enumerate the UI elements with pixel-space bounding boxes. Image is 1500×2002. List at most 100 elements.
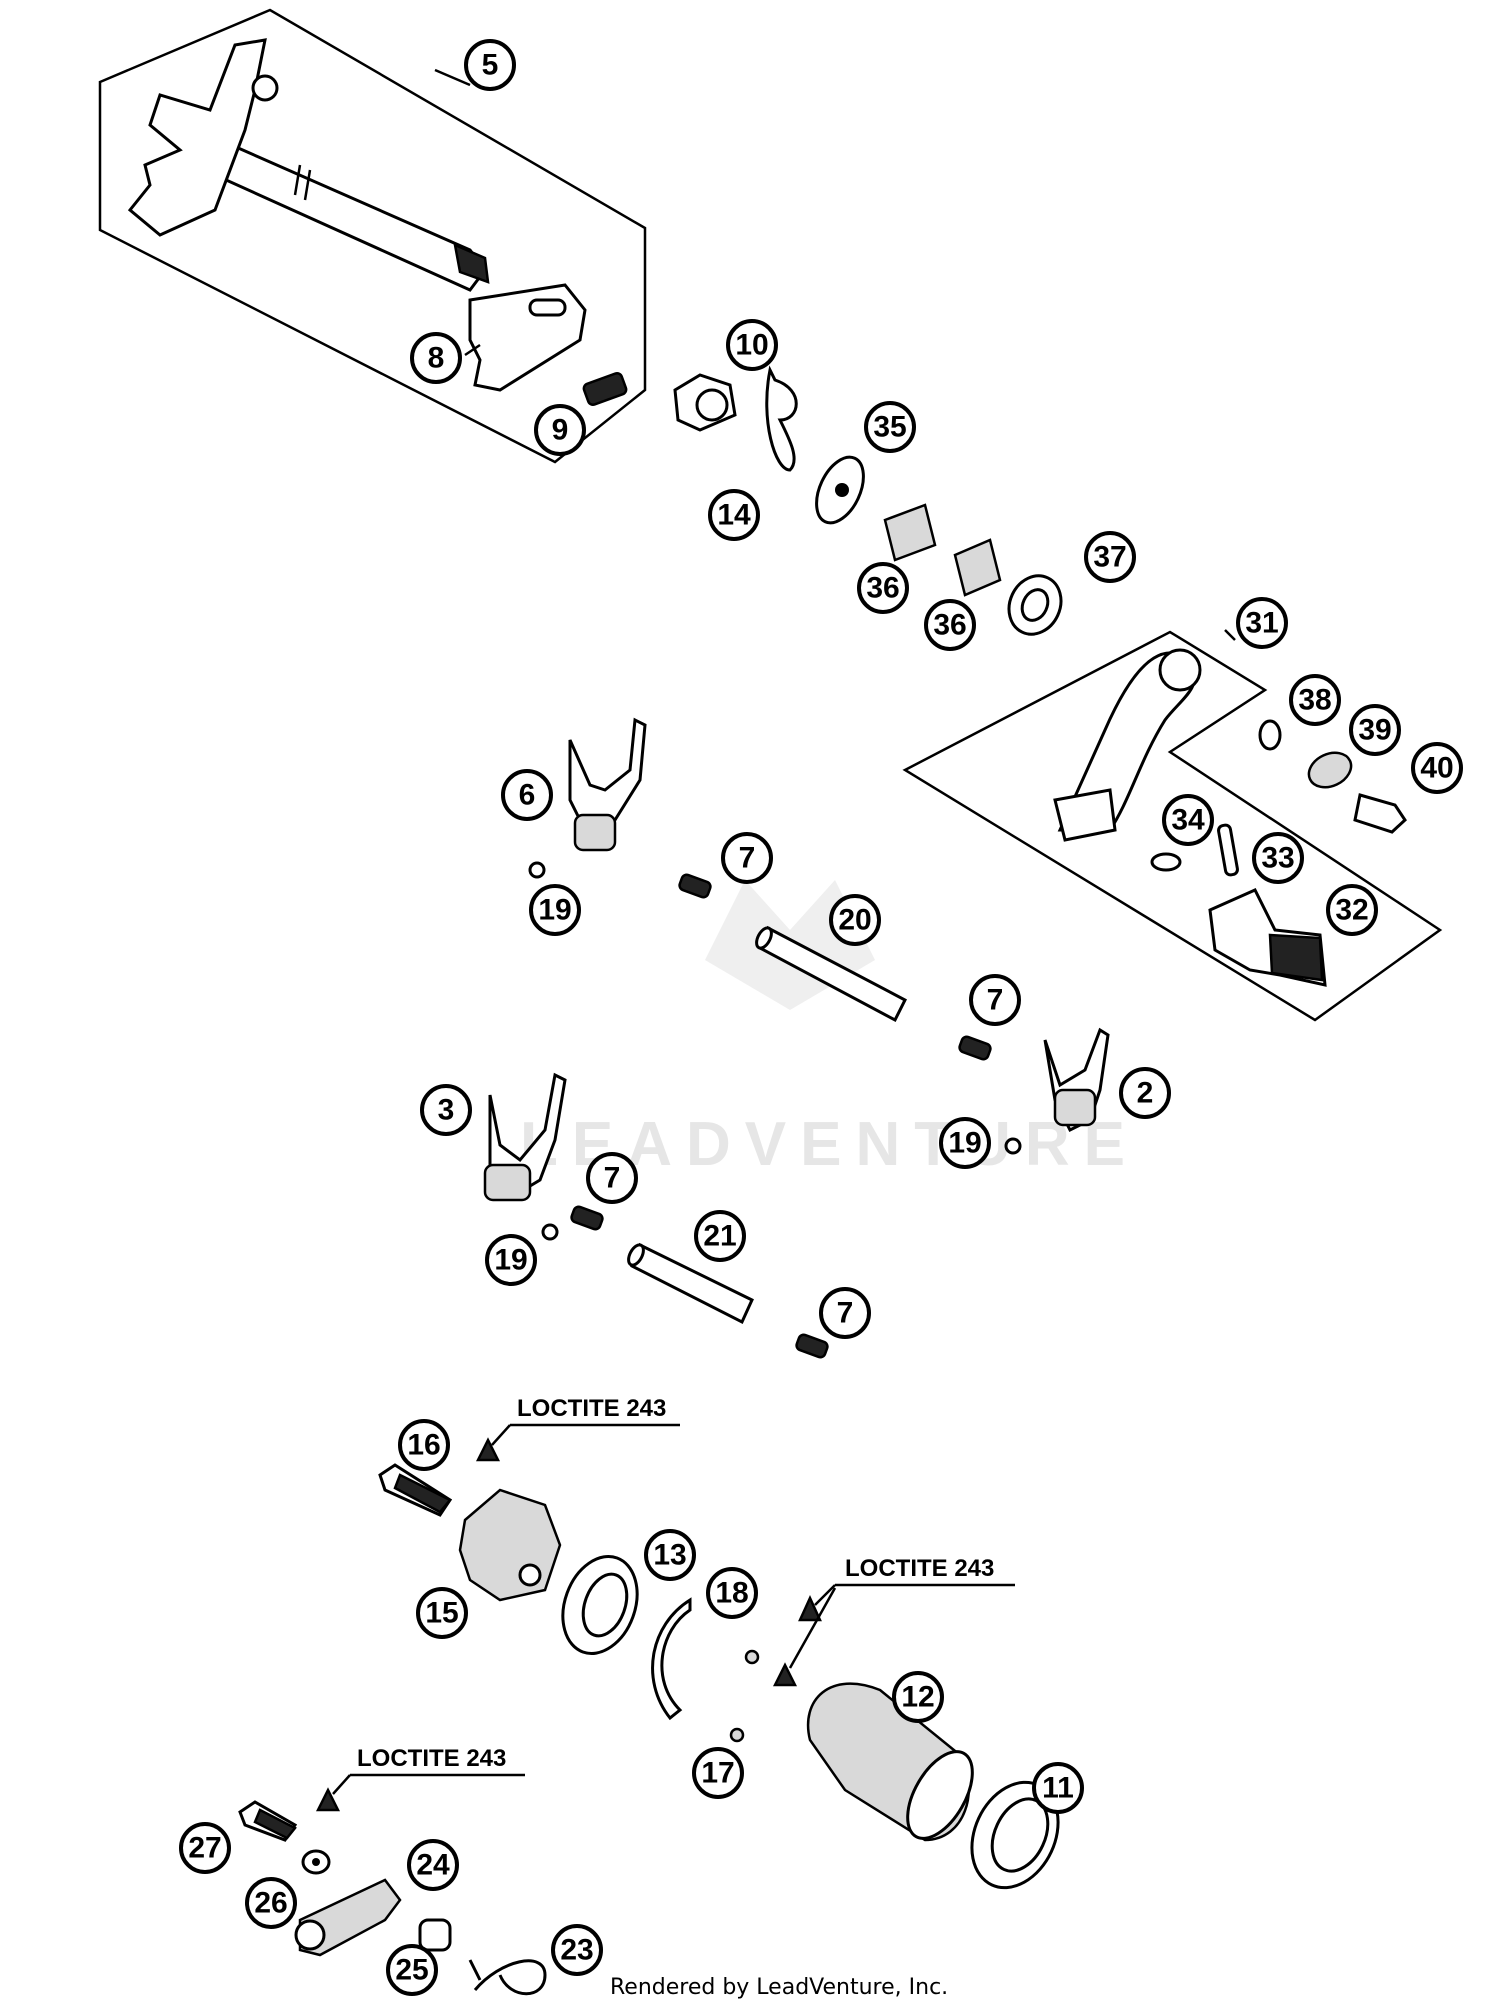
svg-text:33: 33 <box>1261 842 1294 875</box>
callout-36-a: 36 <box>857 562 909 614</box>
callout-10: 10 <box>726 319 778 371</box>
svg-text:11: 11 <box>1042 1772 1074 1805</box>
part-36-sleeve-a <box>883 503 937 562</box>
ball-19-c <box>541 1223 559 1241</box>
svg-text:40: 40 <box>1420 752 1453 785</box>
shift-shaft-spline <box>453 242 490 284</box>
shift-lever-31-clevis <box>1053 788 1117 842</box>
fork-rail-20-end <box>755 926 773 950</box>
ball-19-b <box>1004 1137 1022 1155</box>
callout-33: 33 <box>1252 832 1304 884</box>
svg-text:9: 9 <box>552 414 569 447</box>
plate-8-slot <box>528 298 567 317</box>
ball-19-a <box>528 861 546 879</box>
part-38-washer <box>1258 719 1282 751</box>
shift-drum-12-end <box>906 1750 974 1840</box>
svg-text:32: 32 <box>1335 894 1368 927</box>
shift-shaft-group <box>98 8 647 464</box>
callout-17: 17 <box>692 1747 744 1799</box>
svg-text:8: 8 <box>428 342 445 375</box>
loctite-drop-1 <box>475 1437 501 1462</box>
bolt-27-thread <box>253 1808 297 1840</box>
screw-17-a <box>744 1649 760 1665</box>
callout-16: 16 <box>398 1419 450 1471</box>
callout-36-b: 36 <box>924 599 976 651</box>
spring-7-b <box>958 1035 992 1061</box>
svg-text:19: 19 <box>538 894 571 927</box>
svg-text:16: 16 <box>407 1429 440 1462</box>
callout-15: 15 <box>416 1587 468 1639</box>
shift-shaft <box>213 137 487 292</box>
callout-7-a: 7 <box>721 832 773 884</box>
callout-13: 13 <box>644 1529 696 1581</box>
svg-text:37: 37 <box>1093 541 1126 574</box>
svg-text:24: 24 <box>416 1849 450 1882</box>
svg-text:13: 13 <box>653 1539 686 1572</box>
svg-text:19: 19 <box>948 1127 981 1160</box>
callout-9: 9 <box>534 404 586 456</box>
shift-fork-2-hub <box>1053 1088 1097 1127</box>
loctite-drop-3 <box>772 1662 798 1687</box>
group-box-shift-shaft <box>98 8 647 464</box>
shift-lever-group <box>902 630 1443 1022</box>
callout-34: 34 <box>1162 794 1214 846</box>
svg-text:27: 27 <box>188 1832 221 1865</box>
callout-2: 2 <box>1119 1067 1171 1119</box>
svg-text:2: 2 <box>1137 1077 1154 1110</box>
callout-11: 11 <box>1032 1762 1084 1814</box>
svg-text:14: 14 <box>717 499 751 532</box>
loctite-notes: LOCTITE 243 LOCTITE 243 LOCTITE 243 <box>357 1395 994 1772</box>
part-10-bore <box>695 388 729 422</box>
shift-fork-3-hub <box>483 1163 532 1202</box>
callout-19-a: 19 <box>529 884 581 936</box>
svg-text:15: 15 <box>425 1597 458 1630</box>
shift-lever-pin <box>251 74 279 102</box>
spring-9 <box>582 371 628 407</box>
shift-lever-plate <box>127 38 267 237</box>
svg-text:7: 7 <box>837 1297 854 1330</box>
sleeve-25 <box>418 1918 452 1952</box>
svg-text:21: 21 <box>703 1220 736 1253</box>
footer-credit: Rendered by LeadVenture, Inc. <box>610 1975 948 2000</box>
callout-40: 40 <box>1411 742 1463 794</box>
screw-17-b <box>729 1727 745 1743</box>
callout-26: 26 <box>245 1877 297 1929</box>
spring-23 <box>468 1959 547 1996</box>
spring-7-a <box>678 873 712 899</box>
svg-text:10: 10 <box>735 329 768 362</box>
callout-5: 5 <box>464 39 516 91</box>
svg-text:36: 36 <box>866 572 899 605</box>
svg-text:17: 17 <box>701 1757 734 1790</box>
part-36-sleeve-b <box>953 538 1002 597</box>
callouts: 5 8 9 10 35 14 36 36 37 31 38 39 40 34 3… <box>179 39 1463 1996</box>
callout-6: 6 <box>501 769 553 821</box>
part-39-lock-washer <box>1307 751 1353 789</box>
callout-32: 32 <box>1326 884 1378 936</box>
plate-8 <box>468 283 587 392</box>
part-34-retainer <box>1150 852 1182 872</box>
svg-text:23: 23 <box>560 1934 593 1967</box>
shift-fork-assembly <box>483 717 1110 1359</box>
fork-rail-21-end <box>627 1243 645 1267</box>
part-14-spring-clip <box>765 365 798 472</box>
svg-text:38: 38 <box>1298 684 1331 717</box>
callout-37: 37 <box>1084 531 1136 583</box>
svg-text:39: 39 <box>1358 714 1391 747</box>
part-33-pin <box>1217 823 1239 877</box>
shift-lever-31 <box>1057 651 1198 832</box>
loctite-drop-2 <box>798 1594 822 1622</box>
shift-drum-cam-15-hole <box>518 1563 542 1587</box>
svg-text:34: 34 <box>1171 804 1205 837</box>
loctite-note-3: LOCTITE 243 <box>357 1745 506 1772</box>
shift-fork-6-hub <box>573 813 617 852</box>
seal-13-bore <box>581 1572 629 1638</box>
part-37-seal-bore <box>1020 588 1050 622</box>
callout-8: 8 <box>410 332 462 384</box>
svg-text:31: 31 <box>1245 607 1278 640</box>
svg-text:6: 6 <box>519 779 536 812</box>
callout-38: 38 <box>1289 674 1341 726</box>
callout-27: 27 <box>179 1822 231 1874</box>
callout-19-c: 19 <box>485 1234 537 1286</box>
shift-drum-cam-15 <box>458 1488 562 1602</box>
detent-lever-26-roller <box>294 1919 326 1951</box>
